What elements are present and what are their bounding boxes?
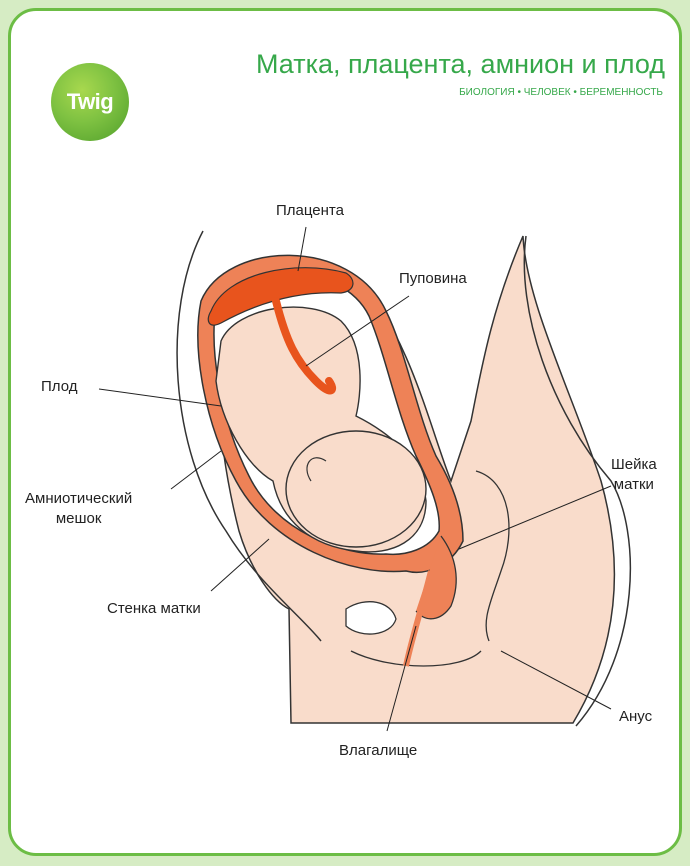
fetus-leader	[99, 389, 221, 406]
label-fetus: Плод	[41, 377, 77, 397]
diagram-card: Twig Матка, плацента, амнион и плод БИОЛ…	[8, 8, 682, 856]
label-amniotic-sac-line1: Амниотический	[25, 489, 132, 509]
fetus-head	[286, 431, 426, 547]
label-placenta: Плацента	[276, 201, 344, 221]
label-cervix-line1: Шейка	[611, 455, 657, 475]
amniotic-sac-leader	[171, 451, 221, 489]
label-umbilical-cord: Пуповина	[399, 269, 467, 289]
label-cervix-line2: матки	[611, 475, 657, 495]
label-amniotic-sac: Амниотический мешок	[25, 489, 132, 529]
label-vagina: Влагалище	[339, 741, 417, 761]
label-amniotic-sac-line2: мешок	[25, 509, 132, 529]
label-cervix: Шейка матки	[611, 455, 657, 495]
label-anus: Анус	[619, 707, 652, 727]
pregnancy-anatomy-illustration	[11, 11, 679, 853]
label-uterine-wall: Стенка матки	[107, 599, 201, 619]
